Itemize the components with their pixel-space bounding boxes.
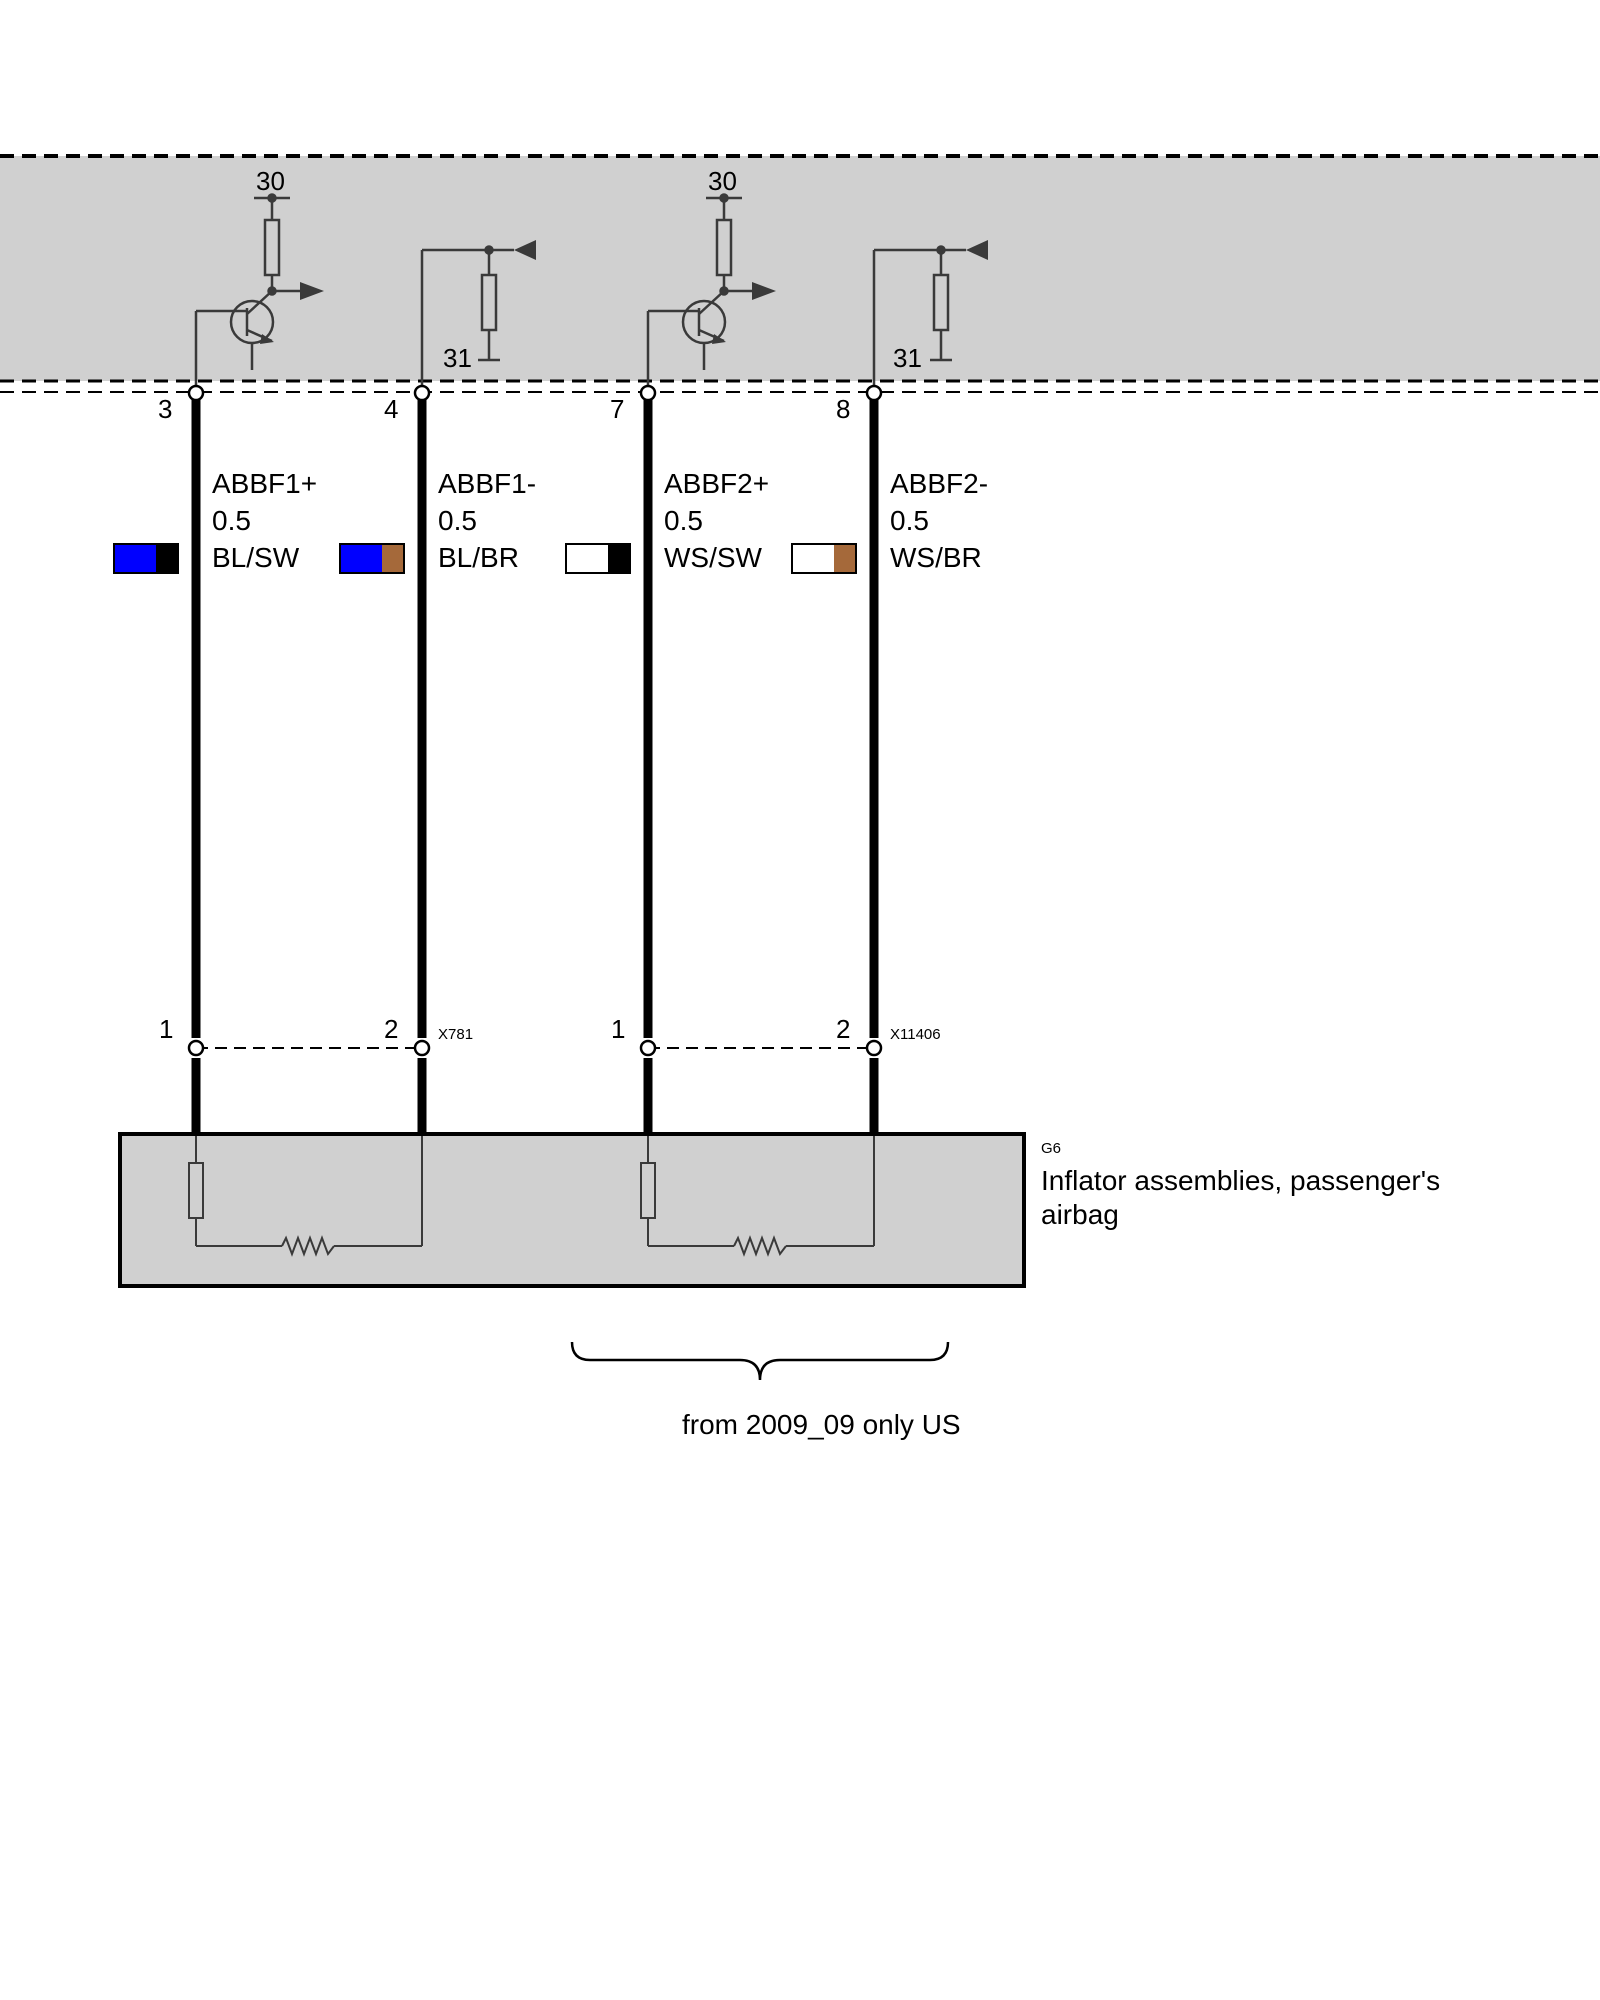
variant-note: from 2009_09 only US [682, 1409, 961, 1440]
connector-pin-number: 1 [159, 1014, 173, 1044]
wire-name: ABBF1- [438, 468, 536, 499]
color-swatch-ws-sw [565, 543, 631, 574]
wire-name: ABBF2+ [664, 468, 769, 499]
connector-pin-number: 2 [836, 1014, 850, 1044]
pin-terminal [187, 384, 205, 402]
supply-label-30: 30 [256, 166, 285, 196]
wire-label-abbf2-minus: ABBF2- 0.5 WS/BR [890, 468, 988, 573]
transistor-driver-1 [194, 193, 300, 386]
connector-id: X781 [438, 1026, 473, 1043]
resistor-symbol [640, 1162, 656, 1219]
module-pin-number: 4 [384, 394, 398, 424]
pin-terminal [639, 1039, 657, 1057]
wires [191, 398, 879, 1136]
connector-x781: 1 2 X781 [159, 1014, 473, 1057]
module-pin-number: 8 [836, 394, 850, 424]
signal-arrow-icon [300, 282, 324, 300]
signal-arrow-icon [752, 282, 776, 300]
brace-icon [570, 1341, 950, 1381]
color-swatches [113, 543, 857, 574]
wire-label-abbf1-plus: ABBF1+ 0.5 BL/SW [212, 468, 317, 573]
component-name-line2: airbag [1041, 1199, 1119, 1230]
wire-name: ABBF1+ [212, 468, 317, 499]
wire-label-abbf2-plus: ABBF2+ 0.5 WS/SW [664, 468, 769, 573]
connector-pin-number: 1 [611, 1014, 625, 1044]
wire-color: BL/SW [212, 542, 300, 573]
module-pin-number: 3 [158, 394, 172, 424]
color-swatch-bl-sw [113, 543, 179, 574]
component-g6: G6 Inflator assemblies, passenger's airb… [118, 1132, 1440, 1288]
transistor-emitter-arrow-icon [260, 334, 274, 344]
pin-terminal [187, 1039, 205, 1057]
control-module [0, 154, 1600, 393]
component-body [118, 1132, 1026, 1288]
pin-terminal [413, 384, 431, 402]
wire-size: 0.5 [664, 505, 703, 536]
connector-id: X11406 [890, 1026, 941, 1043]
wire-label-abbf1-minus: ABBF1- 0.5 BL/BR [438, 468, 536, 573]
module-pin-terminals [187, 384, 883, 402]
module-pin-number: 7 [610, 394, 624, 424]
pin-terminal [865, 1039, 883, 1057]
control-module-body [0, 156, 1600, 381]
transistor-emitter-arrow-icon [712, 334, 726, 344]
wire-color: WS/BR [890, 542, 982, 573]
pulldown-circuit-1 [420, 245, 514, 386]
signal-in-arrow-icon [514, 240, 536, 260]
connector-pin-number: 2 [384, 1014, 398, 1044]
transistor-driver-2 [646, 193, 752, 386]
ground-label-31: 31 [893, 343, 922, 373]
wire-size: 0.5 [438, 505, 477, 536]
supply-label-30: 30 [708, 166, 737, 196]
pulldown-circuit-2 [872, 245, 966, 386]
connector-x11406: 1 2 X11406 [611, 1014, 941, 1057]
color-swatch-bl-br [339, 543, 405, 574]
wire-name: ABBF2- [890, 468, 988, 499]
wire-color: BL/BR [438, 542, 519, 573]
color-swatch-ws-br [791, 543, 857, 574]
igniter-coil-symbol [733, 1235, 787, 1257]
pin-terminal [639, 384, 657, 402]
signal-in-arrow-icon [966, 240, 988, 260]
wire-color: WS/SW [664, 542, 763, 573]
wire-size: 0.5 [890, 505, 929, 536]
component-name-line1: Inflator assemblies, passenger's [1041, 1165, 1440, 1196]
pin-terminal [413, 1039, 431, 1057]
resistor-symbol [188, 1162, 204, 1219]
component-id: G6 [1041, 1140, 1061, 1157]
pin-terminal [865, 384, 883, 402]
ground-label-31: 31 [443, 343, 472, 373]
igniter-coil-symbol [281, 1235, 335, 1257]
wire-size: 0.5 [212, 505, 251, 536]
